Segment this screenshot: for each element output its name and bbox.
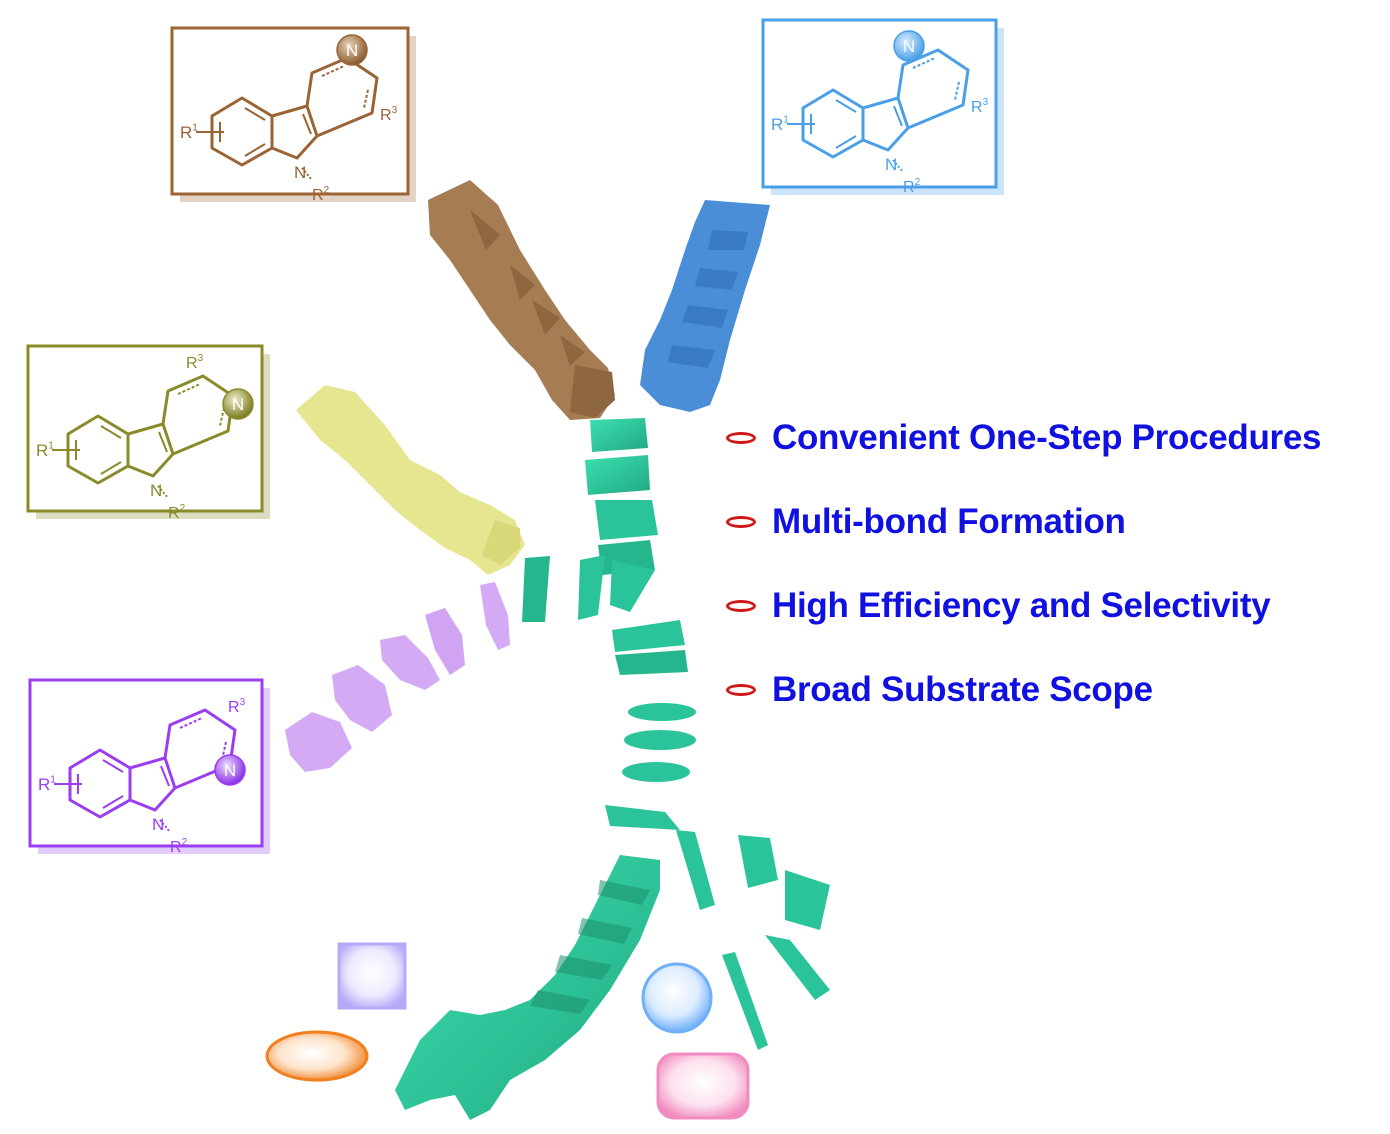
pink-rounded-rect-shape: [656, 1052, 750, 1120]
nitrogen-atom-icon: [222, 388, 254, 420]
orange-ellipse-shape: [265, 1030, 369, 1082]
feature-text: Convenient One-Step Procedures: [772, 418, 1322, 457]
blue-sphere-shape: [641, 962, 713, 1034]
green-protein: [395, 418, 830, 1120]
bullet-icon: [726, 432, 756, 444]
nitrogen-atom-icon: [336, 34, 368, 66]
nitrogen-atom-icon: [214, 754, 246, 786]
feature-item: Broad Substrate Scope: [726, 670, 1153, 710]
bullet-icon: [726, 684, 756, 696]
r2-label: R2: [168, 503, 186, 522]
yellow-helix: [296, 385, 525, 575]
nitrogen-label: N: [346, 41, 358, 60]
feature-text: High Efficiency and Selectivity: [772, 586, 1271, 625]
indole-n-label: N: [885, 155, 897, 174]
feature-text: Multi-bond Formation: [772, 502, 1126, 541]
carboline-skeleton: [196, 56, 379, 181]
indole-n-label: N: [150, 481, 162, 500]
purple-helix: [285, 582, 510, 772]
blue-helix: [640, 200, 770, 412]
feature-item: Convenient One-Step Procedures: [726, 418, 1321, 458]
indole-n-label: N: [294, 163, 306, 182]
carboline-skeleton: [52, 374, 235, 499]
indole-n-label: N: [152, 815, 164, 834]
bullet-icon: [726, 600, 756, 612]
nitrogen-label: N: [224, 761, 236, 780]
lavender-square-shape: [337, 942, 407, 1010]
carboline-skeleton: [787, 48, 970, 173]
nitrogen-atom-icon: [893, 30, 925, 62]
feature-item: High Efficiency and Selectivity: [726, 586, 1271, 626]
nitrogen-label: N: [903, 37, 915, 56]
nitrogen-label: N: [232, 395, 244, 414]
brown-helix: [428, 180, 615, 420]
feature-item: Multi-bond Formation: [726, 502, 1126, 542]
bullet-icon: [726, 516, 756, 528]
feature-text: Broad Substrate Scope: [772, 670, 1153, 709]
